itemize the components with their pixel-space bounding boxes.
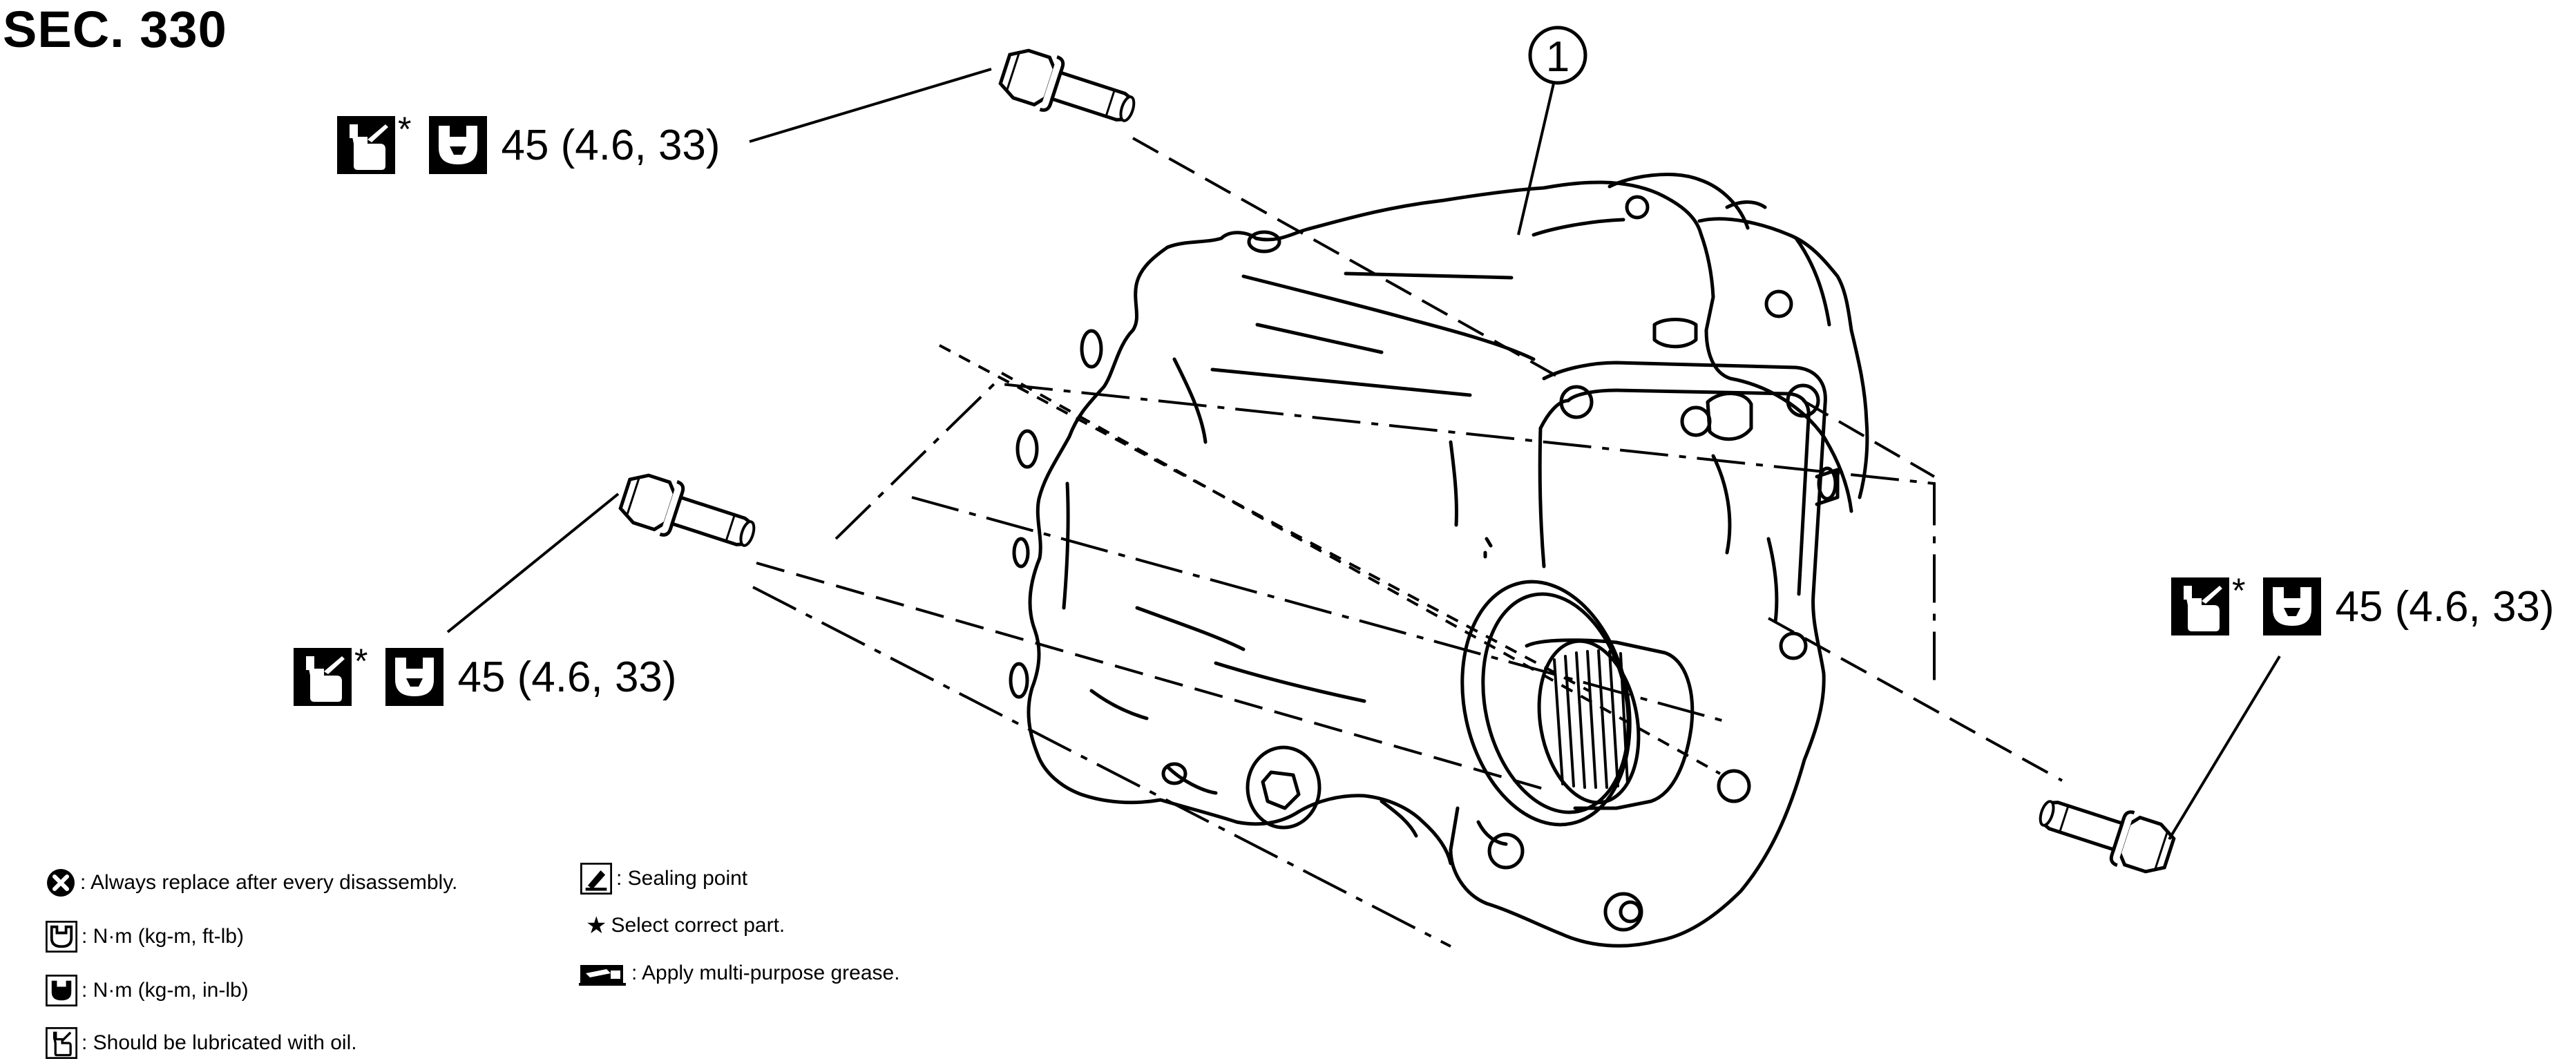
leader-lines [446,68,2281,841]
legend-torque-in-text: : N·m (kg-m, in-lb) [82,979,249,1002]
part-callout-number: 1 [1546,33,1570,81]
legend-torque-ft: : N·m (kg-m, ft-lb) [46,919,244,955]
torque-value: 45 (4.6, 33) [501,121,721,169]
legend-torque-in: : N·m (kg-m, in-lb) [46,973,249,1009]
alignment-lines [752,137,2063,948]
transfer-case-housing [1009,173,1869,948]
legend-grease-text: : Apply multi-purpose grease. [631,962,900,984]
torque-value: 45 (4.6, 33) [457,653,677,701]
oil-can-icon [294,648,352,706]
oil-can-icon [2171,577,2229,635]
legend-replace: : Always replace after every disassembly… [46,865,457,901]
torque-star: * [354,642,368,680]
section-label: SEC. 330 [3,1,227,58]
torque-wrench-icon [46,921,77,953]
torque-value: 45 (4.6, 33) [2335,582,2555,631]
torque-wrench-icon [429,116,488,174]
part-callout: 1 [1528,26,1587,85]
bolt-top [997,43,1141,137]
oil-can-icon [337,116,395,174]
legend-replace-text: : Always replace after every disassembly… [80,871,458,894]
legend-oil-text: : Should be lubricated with oil. [82,1031,357,1054]
torque-wrench-icon [2263,577,2322,635]
legend-select: ★ Select correct part. [586,908,785,944]
torque-label-right: * 45 (4.6, 33) [2171,572,2555,641]
oil-can-icon [46,1027,77,1059]
bolt-right [2033,785,2177,879]
replace-x-icon [47,869,75,897]
grease-icon [579,965,626,986]
torque-label-top: * 45 (4.6, 33) [337,111,721,180]
torque-star: * [398,110,412,149]
star-icon: ★ [586,912,607,939]
legend-oil: : Should be lubricated with oil. [46,1025,357,1061]
sealing-point-icon [580,863,612,895]
legend-sealing: : Sealing point [580,861,747,897]
legend-grease: : Apply multi-purpose grease. [579,955,900,991]
torque-star: * [2232,571,2246,610]
torque-wrench-solid-icon [46,975,77,1006]
legend-select-text: Select correct part. [611,914,785,937]
torque-wrench-icon [385,648,444,706]
legend-torque-ft-text: : N·m (kg-m, ft-lb) [82,925,244,948]
torque-label-left: * 45 (4.6, 33) [294,642,677,711]
bolt-left [617,468,761,562]
legend-sealing-text: : Sealing point [616,867,748,890]
